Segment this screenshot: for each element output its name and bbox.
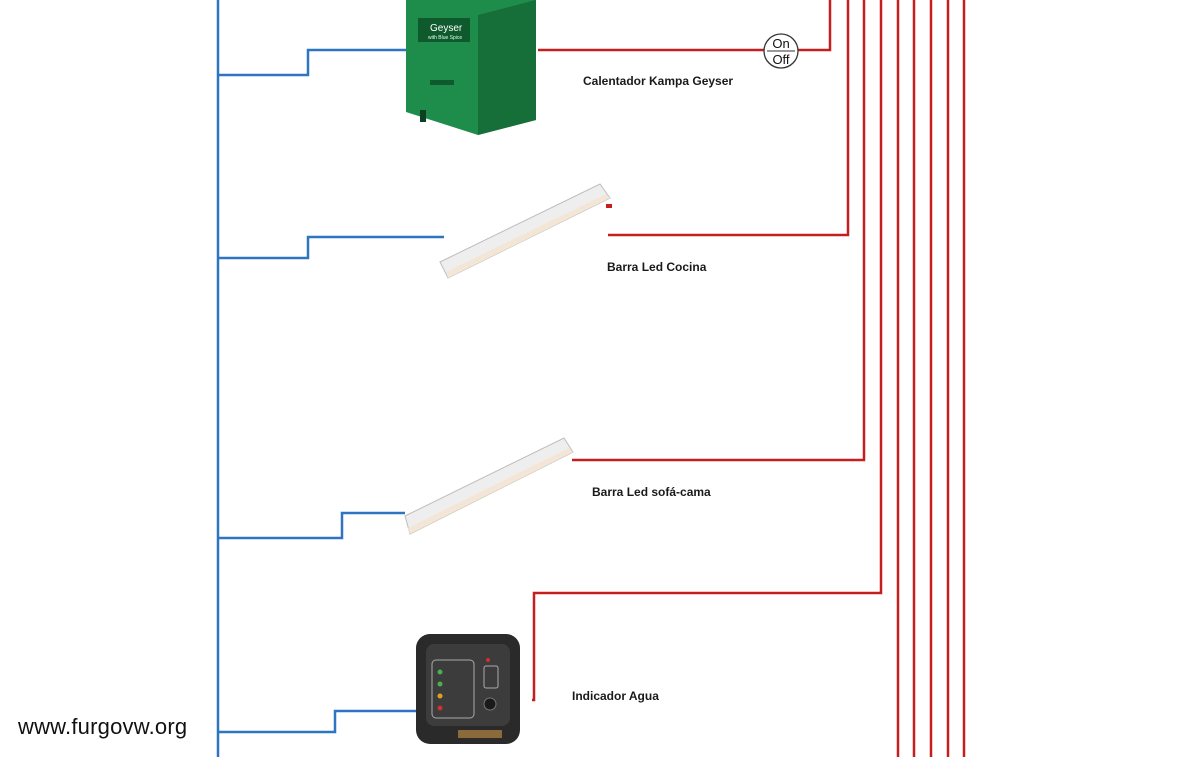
level-led-3 [437, 693, 443, 699]
water-indicator-label: Indicador Agua [572, 689, 659, 703]
panel-logo-strip [458, 730, 502, 738]
led-bar-kitchen-terminal [606, 204, 612, 208]
on-off-switch: On Off [763, 33, 799, 69]
heater-vent [430, 80, 454, 85]
live-wire-switch [798, 0, 832, 52]
neutral-wire-led-kitchen [218, 235, 444, 260]
neutral-wire-led-sofa [218, 511, 405, 540]
led-kitchen-label: Barra Led Cocina [607, 260, 707, 274]
led-bar-kitchen [439, 183, 612, 279]
heater-legs [420, 110, 426, 122]
switch-off-label: Off [772, 52, 789, 67]
water-indicator-device [416, 634, 520, 744]
live-wire-water-indicator [532, 0, 883, 702]
water-tank-graphic [431, 659, 475, 719]
heater-brand-subtext: with Blue Spice [428, 35, 462, 41]
test-button [483, 697, 497, 711]
pump-led [486, 658, 490, 662]
watermark-text: www.furgovw.org [18, 714, 188, 739]
led-bar-sofa-lens [408, 448, 573, 534]
neutral-wire-heater [218, 48, 406, 77]
level-led-2 [437, 681, 443, 687]
heater-brand-text: Geyser [430, 23, 463, 34]
live-wires [532, 0, 966, 757]
level-led-4 [437, 705, 443, 711]
led-bar-kitchen-lens [446, 194, 610, 278]
live-wire-led-kitchen [608, 0, 850, 237]
led-sofa-label: Barra Led sofá-cama [592, 485, 711, 499]
heater-label: Calentador Kampa Geyser [583, 74, 734, 88]
heater-device: Geyser with Blue Spice [406, 0, 536, 135]
pump-switch [483, 665, 499, 689]
neutral-wires [216, 0, 444, 757]
heater-side [478, 0, 536, 135]
heater-brand-plate [418, 18, 470, 42]
live-wire-led-sofa [572, 0, 866, 462]
switch-on-label: On [772, 36, 789, 51]
led-bar-sofa [404, 437, 574, 535]
level-led-1 [437, 669, 443, 675]
neutral-wire-water-indicator [218, 709, 417, 734]
